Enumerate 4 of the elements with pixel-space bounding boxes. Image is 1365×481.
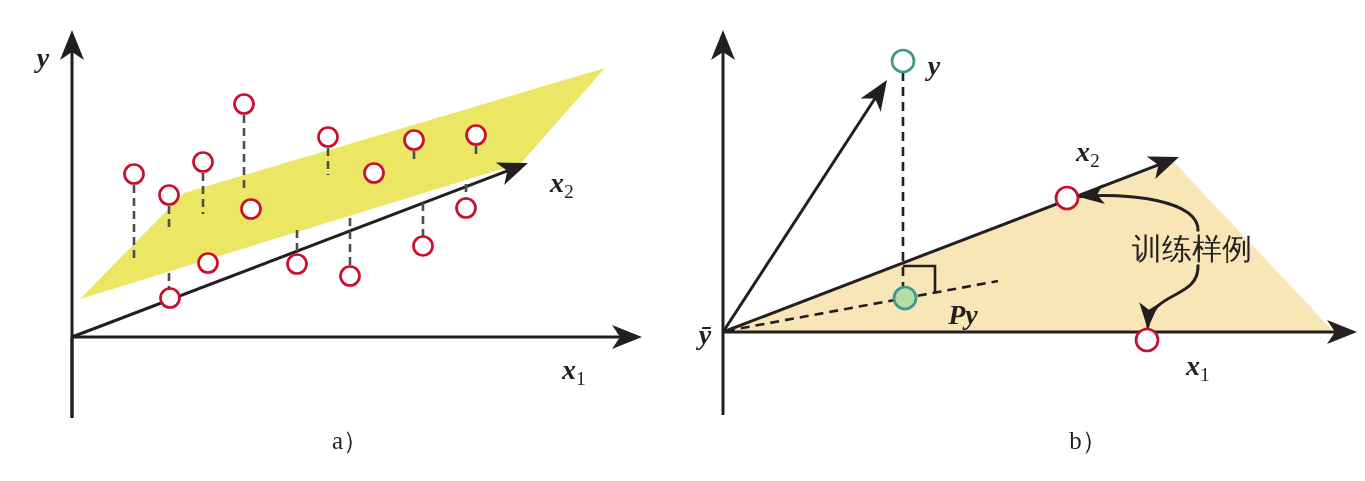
origin-label: ȳ [698, 321, 712, 349]
axis-label: y [36, 44, 50, 72]
panel-caption: b） [1069, 427, 1107, 453]
panel-caption: a） [331, 427, 369, 453]
